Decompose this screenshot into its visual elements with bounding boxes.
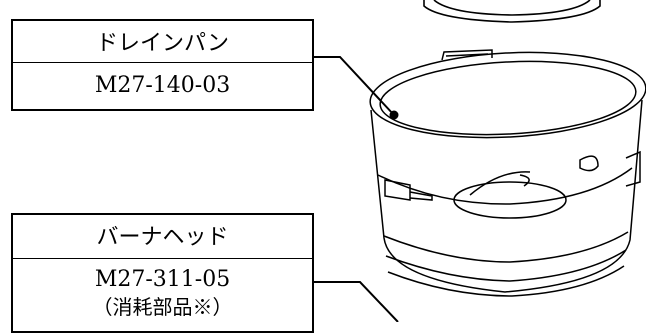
drain-pan-part-number: M27-140-03 bbox=[94, 73, 231, 98]
burner-head-note: （消耗部品※） bbox=[92, 295, 233, 319]
drain-pan-divider bbox=[13, 62, 312, 63]
drain-pan-name: ドレインパン bbox=[95, 31, 230, 56]
drain-pan-label-box: ドレインパン M27-140-03 bbox=[11, 19, 314, 111]
leader-lines bbox=[314, 56, 399, 322]
burner-head-part-number: M27-311-05 bbox=[94, 267, 231, 292]
drain-pan-leader-dot bbox=[389, 110, 399, 120]
drain-pan-drawing bbox=[369, 49, 646, 297]
burner-head-leader bbox=[314, 281, 399, 322]
burner-head-label-box: バーナヘッド M27-311-05 （消耗部品※） bbox=[11, 213, 314, 333]
burner-head-divider bbox=[13, 258, 312, 259]
drain-pan-leader bbox=[314, 56, 395, 116]
parts-drawing bbox=[314, 0, 646, 322]
burner-head-name: バーナヘッド bbox=[96, 225, 229, 250]
upper-part-outline bbox=[423, 0, 601, 23]
